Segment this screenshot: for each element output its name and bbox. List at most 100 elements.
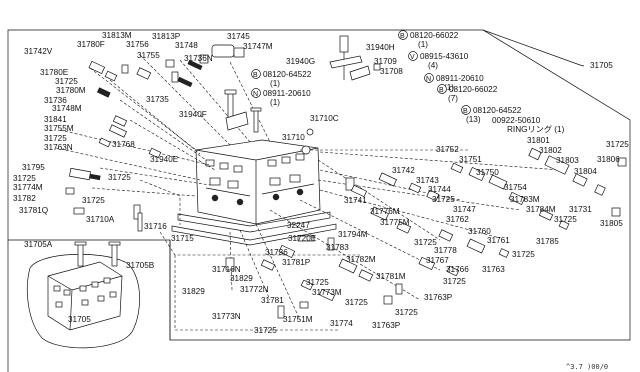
callout-label: 31762 [446,215,469,224]
callout-label: 31725 [108,173,131,182]
callout-label: 31794M [338,230,368,239]
callout-label: 31731 [569,205,592,214]
callout-label: 31725 [13,174,36,183]
callout-label: 31760 [468,227,491,236]
callout-label: 31705B [126,261,155,270]
svg-text:08911-20610: 08911-20610 [436,74,484,83]
callout-label: 31804 [574,167,597,176]
svg-text:(7): (7) [448,94,458,103]
callout-label: 31710C [310,114,339,123]
callout-label: 31766 [446,265,469,274]
callout-label: 31806 [597,155,620,164]
callout-label: 31736N [184,54,213,63]
callout-label: 31725 [606,140,629,149]
callout-label: 31747M [243,42,273,51]
special-callout: B 08120-66022 (1) [398,30,459,49]
assembly-boundary [7,29,631,341]
lower-parts [225,235,403,319]
callout-label: 31716N [212,265,241,274]
callout-label: 31725 [306,278,329,287]
callout-label: 31735 [146,95,169,104]
callout-label: 31751M [283,315,313,324]
callout-label: 31763 [482,265,505,274]
callout-label: 31805 [600,219,623,228]
callout-label: 31781Q [19,206,48,215]
callout-label: 31736 [44,96,67,105]
svg-text:B: B [439,87,444,94]
svg-text:B: B [400,33,405,40]
special-callout: N 08911-20610 (1) [251,88,311,107]
callout-label: 31782 [13,194,36,203]
callout-label: 31781M [376,272,406,281]
callout-label: 31750 [476,168,499,177]
right-parts [345,147,627,277]
callout-label: 31742V [24,47,53,56]
callout-label: 31803 [556,156,579,165]
callout-label: 31768 [112,140,135,149]
callout-label: 31773N [212,312,241,321]
callout-label: 31710A [86,215,115,224]
callout-label: 31778 [434,246,457,255]
callout-label: 31743 [416,176,439,185]
svg-text:(4): (4) [428,61,438,70]
callout-label: 31829 [230,274,253,283]
valve-body [195,139,321,225]
svg-text:08120-64522: 08120-64522 [473,106,522,115]
callout-label: 31795 [22,163,45,172]
callout-label: 31781 [261,296,284,305]
assembly-inset [26,241,140,349]
special-callout: V 08915-43610 (4) [408,51,469,70]
callout-label: 31813P [152,32,181,41]
callout-label: 31754 [504,183,527,192]
callout-label: 31747 [453,205,476,214]
callout-label: 31940G [286,57,315,66]
callout-label: 31725 [44,134,67,143]
callout-label: 31802 [539,146,562,155]
ring-note: 00922-50610 RINGリング (1) [492,116,565,134]
callout-label: 31744 [428,185,451,194]
callout-label: 32247 [287,221,310,230]
top-parts [187,35,381,155]
svg-text:N: N [253,91,258,98]
callout-label: 31773M [312,288,342,297]
callout-label: 31725 [432,195,455,204]
callout-label: 31774 [330,319,353,328]
callout-label: 31705A [24,240,53,249]
svg-text:(1): (1) [270,79,280,88]
callout-label: 31781P [282,258,311,267]
special-callout: B 08120-64522 (1) [251,69,312,88]
callout-label: 31720E [288,234,317,243]
callout-label: 31940F [179,110,207,119]
callout-label: 31813M [102,31,132,40]
svg-text:08915-43610: 08915-43610 [420,52,469,61]
svg-text:B: B [253,72,258,79]
callout-label: 31763N [44,143,73,152]
callout-label: 31940H [366,43,395,52]
callout-label: 31940E [150,155,179,164]
svg-text:RINGリング (1): RINGリング (1) [507,124,565,134]
callout-label: 31784M [526,205,556,214]
svg-text:B: B [463,108,468,115]
callout-label: 31725 [82,196,105,205]
callout-label: 31780M [56,86,86,95]
callout-label: 31710 [282,133,305,142]
svg-text:(13): (13) [466,115,481,124]
callout-label: 31748M [52,104,82,113]
callout-label: 31801 [527,136,550,145]
svg-text:08120-64522: 08120-64522 [263,70,312,79]
callout-label: 31783 [326,243,349,252]
callout-label: 31775M [380,218,410,227]
callout-label: 31725 [414,238,437,247]
callout-label: 31716 [144,222,167,231]
callout-label: 31785 [536,237,559,246]
callout-label: 31725 [345,298,368,307]
svg-text:(1): (1) [418,40,428,49]
callout-label: 31748 [175,41,198,50]
callout-label: 31767 [426,256,449,265]
leader-lines [55,54,561,331]
callout-label: 31725 [254,326,277,335]
callout-labels: 31742V 31780F 31813M 31756 31813P 31748 … [13,31,629,335]
callout-label: 31745 [227,32,250,41]
separator-plates [171,211,337,246]
